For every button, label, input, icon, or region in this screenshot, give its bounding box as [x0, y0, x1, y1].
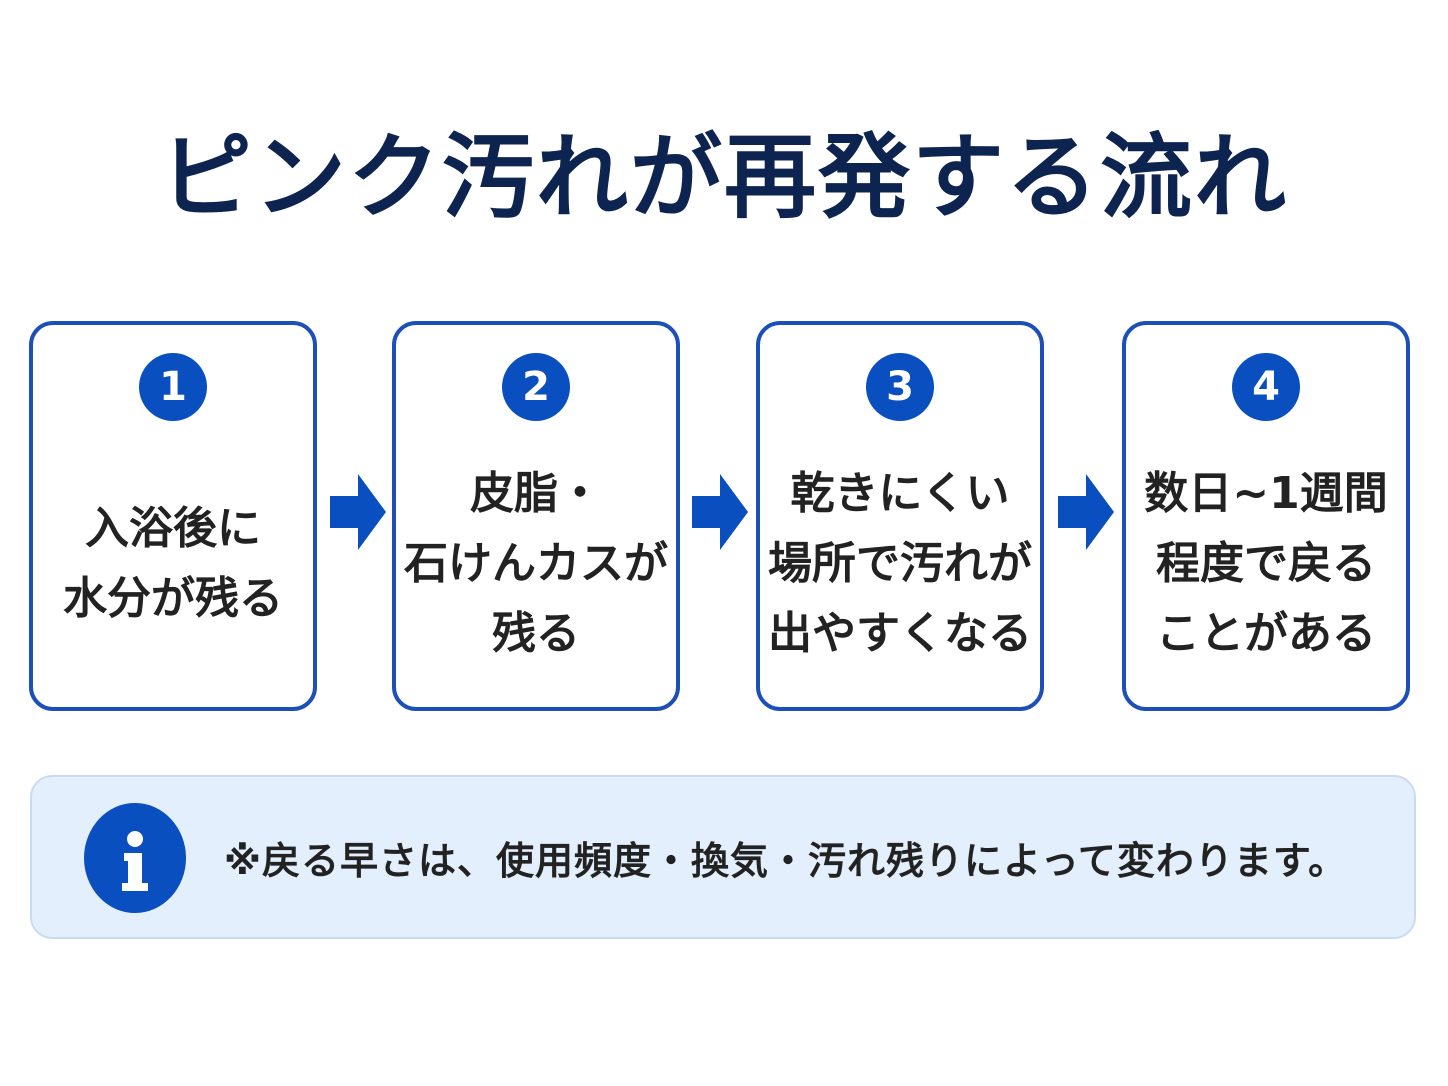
step-card-3: 3 乾きにくい 場所で汚れが 出やすくなる: [756, 321, 1044, 711]
info-icon: [84, 803, 186, 913]
note-text: ※戻る早さは、使用頻度・換気・汚れ残りによって変わります。: [224, 838, 1348, 883]
step-text-line: 程度で戻る: [1156, 538, 1376, 589]
step-text-line: 入浴後に: [85, 503, 261, 554]
step-text-line: 皮脂・: [470, 468, 602, 519]
step-text: 数日~1週間 程度で戻る ことがある: [1134, 445, 1398, 683]
right-arrow-icon: [330, 474, 386, 550]
step-text: 乾きにくい 場所で汚れが 出やすくなる: [768, 445, 1032, 683]
step-number-badge: 3: [866, 353, 934, 421]
step-text-line: 出やすくなる: [768, 608, 1032, 659]
step-text-line: 数日~1週間: [1144, 468, 1388, 519]
step-number-badge: 4: [1232, 353, 1300, 421]
step-text-line: ことがある: [1156, 608, 1376, 659]
step-text-line: 石けんカスが: [404, 538, 668, 589]
note-box: ※戻る早さは、使用頻度・換気・汚れ残りによって変わります。: [30, 775, 1416, 939]
step-card-1: 1 入浴後に 水分が残る: [29, 321, 317, 711]
right-arrow-icon: [692, 474, 748, 550]
step-number-badge: 1: [139, 353, 207, 421]
step-text: 入浴後に 水分が残る: [41, 445, 305, 683]
step-text-line: 場所で汚れが: [768, 538, 1032, 589]
step-card-4: 4 数日~1週間 程度で戻る ことがある: [1122, 321, 1410, 711]
step-card-2: 2 皮脂・ 石けんカスが 残る: [392, 321, 680, 711]
step-text-line: 残る: [492, 608, 580, 659]
step-text-line: 水分が残る: [63, 573, 283, 624]
right-arrow-icon: [1058, 474, 1114, 550]
step-text: 皮脂・ 石けんカスが 残る: [404, 445, 668, 683]
page-title: ピンク汚れが再発する流れ: [159, 124, 1288, 231]
step-number-badge: 2: [502, 353, 570, 421]
step-text-line: 乾きにくい: [790, 468, 1010, 519]
